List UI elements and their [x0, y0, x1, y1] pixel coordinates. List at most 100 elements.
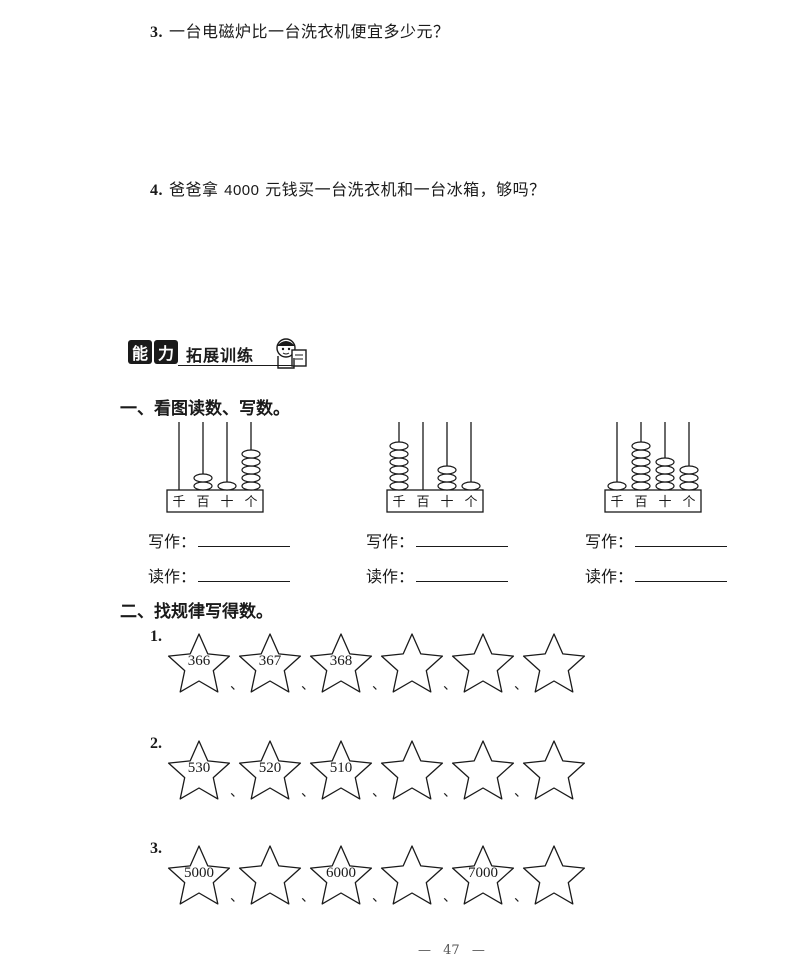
abacus-bead	[241, 449, 261, 459]
star-box[interactable]	[379, 842, 445, 908]
read-blank[interactable]	[198, 567, 291, 582]
write-line-3: 写作：	[585, 528, 728, 552]
abacus-1: 千百十个	[166, 422, 264, 513]
star-box: 6000	[308, 842, 374, 908]
star-icon	[167, 740, 231, 800]
question-text-post: 元钱买一台洗衣机和一台冰箱，够吗？	[265, 180, 546, 199]
abacus-bead	[437, 465, 457, 475]
abacus-bead	[241, 481, 261, 491]
star-value: 510	[329, 760, 353, 776]
star-box[interactable]	[379, 737, 445, 803]
question-3: 3. 一台电磁炉比一台洗衣机便宜多少元？	[150, 18, 450, 42]
star-box[interactable]	[379, 630, 445, 696]
place-value-label: 十	[658, 495, 671, 510]
star-value: 366	[187, 653, 211, 669]
abacus-3: 千百十个	[604, 422, 702, 513]
star-box: 5000	[166, 842, 232, 908]
star-icon	[451, 740, 515, 800]
section-1-title: 一、看图读数、写数。	[120, 399, 290, 419]
star-icon	[522, 633, 586, 693]
question-amount: 4000	[224, 182, 260, 199]
section-2-title: 二、找规律写得数。	[120, 602, 273, 622]
sequence-separator: 、	[372, 784, 386, 800]
write-blank[interactable]	[198, 532, 291, 547]
sequence-separator: 、	[230, 889, 244, 905]
place-value-label: 千	[392, 495, 405, 510]
sequence-separator: 、	[372, 677, 386, 693]
star-icon	[309, 845, 373, 905]
sequence-separator: 、	[514, 889, 528, 905]
place-value-label: 千	[172, 495, 185, 510]
star-icon	[238, 740, 302, 800]
abacus-bead	[389, 449, 409, 459]
star-icon	[309, 633, 373, 693]
page-number: 47	[443, 943, 460, 958]
abacus-bead	[655, 465, 675, 475]
abacus-bead	[631, 457, 651, 467]
sequence-separator: 、	[514, 784, 528, 800]
sequence-separator: 、	[230, 784, 244, 800]
student-mascot-icon	[276, 338, 307, 369]
star-icon	[522, 740, 586, 800]
star-box[interactable]	[521, 630, 587, 696]
abacus-bead	[193, 481, 213, 491]
place-value-label: 个	[682, 495, 695, 510]
question-number: 3.	[150, 24, 163, 41]
abacus-bead	[631, 465, 651, 475]
read-line-2: 读作：	[366, 563, 509, 587]
abacus-bead	[631, 481, 651, 491]
read-blank[interactable]	[635, 567, 728, 582]
star-box: 7000	[450, 842, 516, 908]
abacus-bead	[655, 481, 675, 491]
place-value-label: 十	[440, 495, 453, 510]
star-icon	[238, 633, 302, 693]
abacus-bead	[193, 473, 213, 483]
star-box: 366	[166, 630, 232, 696]
write-blank[interactable]	[635, 532, 728, 547]
star-box[interactable]	[450, 737, 516, 803]
abacus-bead	[389, 441, 409, 451]
abacus-bead	[389, 481, 409, 491]
sequence-separator: 、	[372, 889, 386, 905]
place-value-label: 百	[634, 495, 647, 510]
star-box[interactable]	[521, 842, 587, 908]
abacus-bead	[655, 457, 675, 467]
abacus-bead	[241, 473, 261, 483]
write-blank[interactable]	[416, 532, 509, 547]
abacus-bead	[389, 457, 409, 467]
star-icon	[451, 845, 515, 905]
question-text: 一台电磁炉比一台洗衣机便宜多少元？	[169, 22, 450, 41]
abacus-bead	[607, 481, 627, 491]
star-icon	[380, 845, 444, 905]
place-value-label: 十	[220, 495, 233, 510]
sequence-separator: 、	[514, 677, 528, 693]
star-box: 367	[237, 630, 303, 696]
star-value: 368	[329, 653, 353, 669]
read-blank[interactable]	[416, 567, 509, 582]
sequence-number: 1.	[150, 628, 162, 645]
place-value-label: 百	[416, 495, 429, 510]
read-line-3: 读作：	[585, 563, 728, 587]
read-line-1: 读作：	[148, 563, 291, 587]
write-line-2: 写作：	[366, 528, 509, 552]
abacus-bead	[241, 465, 261, 475]
abacus-bead	[631, 441, 651, 451]
star-box[interactable]	[450, 630, 516, 696]
abacus-bead	[679, 481, 699, 491]
star-box: 520	[237, 737, 303, 803]
star-box: 530	[166, 737, 232, 803]
banner-title: 拓展训练	[186, 346, 255, 365]
star-icon	[451, 633, 515, 693]
place-value-label: 百	[196, 495, 209, 510]
star-icon	[238, 845, 302, 905]
star-value: 530	[187, 760, 211, 776]
section-banner: 能 力 拓展训练	[128, 338, 307, 369]
star-box[interactable]	[521, 737, 587, 803]
sequence-number: 3.	[150, 840, 162, 857]
star-value: 7000	[468, 865, 498, 881]
abacus-bead	[217, 481, 237, 491]
abacus-bead	[655, 473, 675, 483]
star-box[interactable]	[237, 842, 303, 908]
star-value: 367	[258, 653, 282, 669]
star-icon	[167, 845, 231, 905]
